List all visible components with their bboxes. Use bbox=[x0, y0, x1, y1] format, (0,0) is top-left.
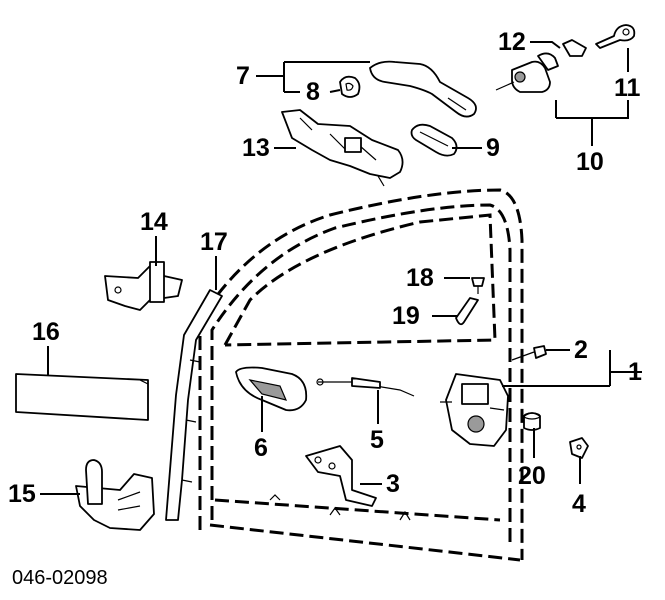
callout-20: 20 bbox=[518, 462, 546, 490]
leader-lines bbox=[40, 41, 642, 495]
striker-clip bbox=[569, 437, 589, 459]
callout-15: 15 bbox=[8, 480, 36, 508]
handle-pad bbox=[410, 123, 458, 157]
lock-retainer bbox=[562, 39, 587, 57]
key bbox=[595, 24, 636, 49]
bushing bbox=[523, 412, 541, 431]
callout-7: 7 bbox=[236, 62, 250, 90]
inside-door-handle bbox=[235, 366, 308, 412]
door-frame bbox=[198, 188, 524, 562]
screw bbox=[471, 277, 485, 294]
callout-labels: 1 2 3 4 5 6 7 8 9 10 11 12 13 14 15 16 1… bbox=[8, 28, 642, 589]
handle-gasket bbox=[339, 75, 361, 98]
callout-1: 1 bbox=[628, 358, 642, 386]
callout-16: 16 bbox=[32, 318, 60, 346]
callout-4: 4 bbox=[572, 490, 586, 518]
callout-13: 13 bbox=[242, 134, 270, 162]
callout-6: 6 bbox=[254, 434, 268, 462]
callout-17: 17 bbox=[200, 228, 228, 256]
actuator-rod bbox=[316, 377, 415, 397]
link-rod bbox=[455, 297, 479, 326]
upper-hinge bbox=[104, 261, 183, 311]
outside-door-handle bbox=[369, 60, 477, 118]
lock-cylinder bbox=[495, 52, 559, 93]
door-latch bbox=[440, 373, 509, 447]
callout-3: 3 bbox=[386, 470, 400, 498]
callout-14: 14 bbox=[140, 208, 168, 236]
handle-bracket bbox=[281, 109, 404, 187]
lower-hinge bbox=[75, 459, 155, 531]
door-seal-strip bbox=[165, 289, 223, 521]
callout-8: 8 bbox=[306, 78, 320, 106]
callout-9: 9 bbox=[486, 134, 500, 162]
callout-5: 5 bbox=[370, 426, 384, 454]
callout-2: 2 bbox=[574, 336, 588, 364]
callout-11: 11 bbox=[614, 74, 641, 102]
rod-clip bbox=[511, 345, 547, 361]
diagram-code: 046-02098 bbox=[12, 567, 108, 589]
callout-19: 19 bbox=[392, 302, 420, 330]
remote-lever bbox=[305, 445, 377, 507]
callout-12: 12 bbox=[498, 28, 526, 56]
callout-18: 18 bbox=[406, 264, 434, 292]
door-trim-strip bbox=[15, 373, 149, 421]
callout-10: 10 bbox=[576, 148, 604, 176]
